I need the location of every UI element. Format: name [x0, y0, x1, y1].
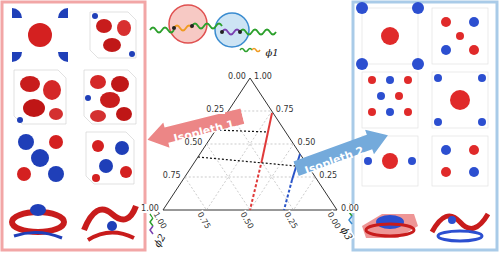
tick-label: 0.75 [162, 171, 182, 180]
right-panel [353, 2, 497, 250]
axis-label: ϕ2 [151, 231, 168, 250]
3d-morphologies [12, 8, 136, 240]
tick-label: 0.50 [238, 209, 256, 231]
tick-label: 0.25 [318, 171, 338, 180]
tick-label: 0.00 [340, 204, 360, 213]
tick-label: 0.25 [282, 209, 300, 231]
tick-label: 0.50 [297, 138, 317, 147]
tick-label: 0.00 [227, 72, 247, 81]
axis-label: ϕ1 [264, 47, 279, 58]
tick-label: 0.50 [184, 138, 204, 147]
2d-morphologies [356, 2, 488, 241]
ternary-diagram [163, 78, 337, 210]
tick-label: 0.25 [205, 105, 225, 114]
copolymer-schematic [150, 5, 352, 234]
tick-label: 1.00 [151, 209, 169, 231]
left-panel [2, 2, 145, 250]
tick-label: 0.75 [275, 105, 295, 114]
tick-label: 0.75 [195, 209, 213, 231]
tick-label: 1.00 [253, 72, 273, 81]
